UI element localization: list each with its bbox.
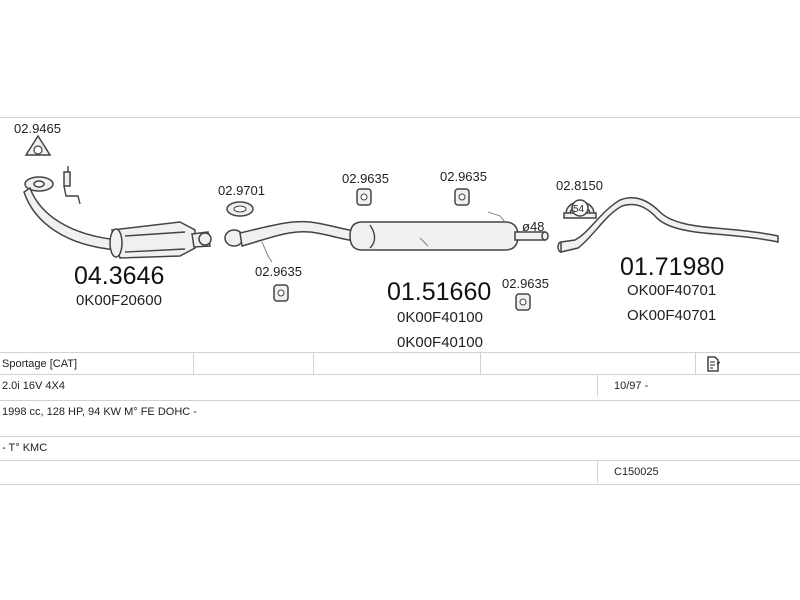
- front-down-pipe: [23, 186, 119, 251]
- cell-model: Sportage [CAT]: [2, 358, 77, 370]
- table-bottom-line: [0, 484, 800, 486]
- table-row-model: Sportage [CAT]: [0, 352, 800, 375]
- label-clamp-size: 54: [573, 204, 585, 215]
- table-row-catalog: C150025: [0, 460, 800, 483]
- hanger-d[interactable]: [515, 293, 531, 311]
- gasket-b[interactable]: [226, 201, 254, 217]
- top-frame-line: [0, 117, 800, 118]
- hanger-c[interactable]: [454, 188, 470, 206]
- label-rear-oe-1: OK00F40701: [627, 282, 716, 299]
- label-pipe-diameter: ø48: [522, 219, 544, 234]
- cell-type: - T° KMC: [2, 442, 48, 454]
- hanger-a[interactable]: [273, 284, 289, 302]
- silencer-body: [349, 221, 519, 251]
- label-hanger-c: 02.9635: [440, 169, 487, 184]
- label-hanger-a: 02.9635: [255, 264, 302, 279]
- label-gasket-b: 02.9701: [218, 183, 265, 198]
- clamp[interactable]: [563, 199, 597, 219]
- table-row-type: - T° KMC: [0, 436, 800, 459]
- cell-catalog-code: C150025: [614, 466, 659, 478]
- label-middle-oe-2: 0K00F40100: [397, 334, 483, 350]
- label-catalyst-code: 04.3646: [74, 262, 164, 290]
- label-rear-oe-2: OK00F40701: [627, 307, 716, 324]
- cell-date-range: 10/97 -: [614, 380, 649, 392]
- tail-pipe[interactable]: [557, 196, 779, 253]
- table-row-engine: 2.0i 16V 4X4 10/97 -: [0, 374, 800, 397]
- label-rear-code: 01.71980: [620, 253, 724, 281]
- cell-spec: 1998 cc, 128 HP, 94 KW M° FE DOHC -: [2, 406, 197, 418]
- label-hanger-d: 02.9635: [502, 276, 549, 291]
- label-middle-oe-1: 0K00F40100: [397, 309, 483, 326]
- middle-silencer[interactable]: [349, 211, 549, 251]
- label-hanger-b: 02.9635: [342, 171, 389, 186]
- document-edit-icon[interactable]: [706, 356, 720, 372]
- lambda-sensor: [63, 171, 71, 187]
- cell-engine: 2.0i 16V 4X4: [2, 380, 65, 392]
- hanger-b[interactable]: [356, 188, 372, 206]
- table-row-spec: 1998 cc, 128 HP, 94 KW M° FE DOHC -: [0, 400, 800, 423]
- label-middle-code: 01.51660: [387, 278, 491, 306]
- gasket-a[interactable]: [24, 134, 52, 156]
- label-gasket-a: 02.9465: [14, 121, 61, 136]
- label-clamp-code: 02.8150: [556, 178, 603, 193]
- label-catalyst-oe: 0K00F20600: [76, 292, 162, 309]
- exhaust-diagram: 02.9465 04.3646 0K00F20600 02.9701 02.96…: [14, 121, 779, 350]
- catalyst-assembly[interactable]: [23, 166, 212, 259]
- catalyst-body: [111, 221, 196, 259]
